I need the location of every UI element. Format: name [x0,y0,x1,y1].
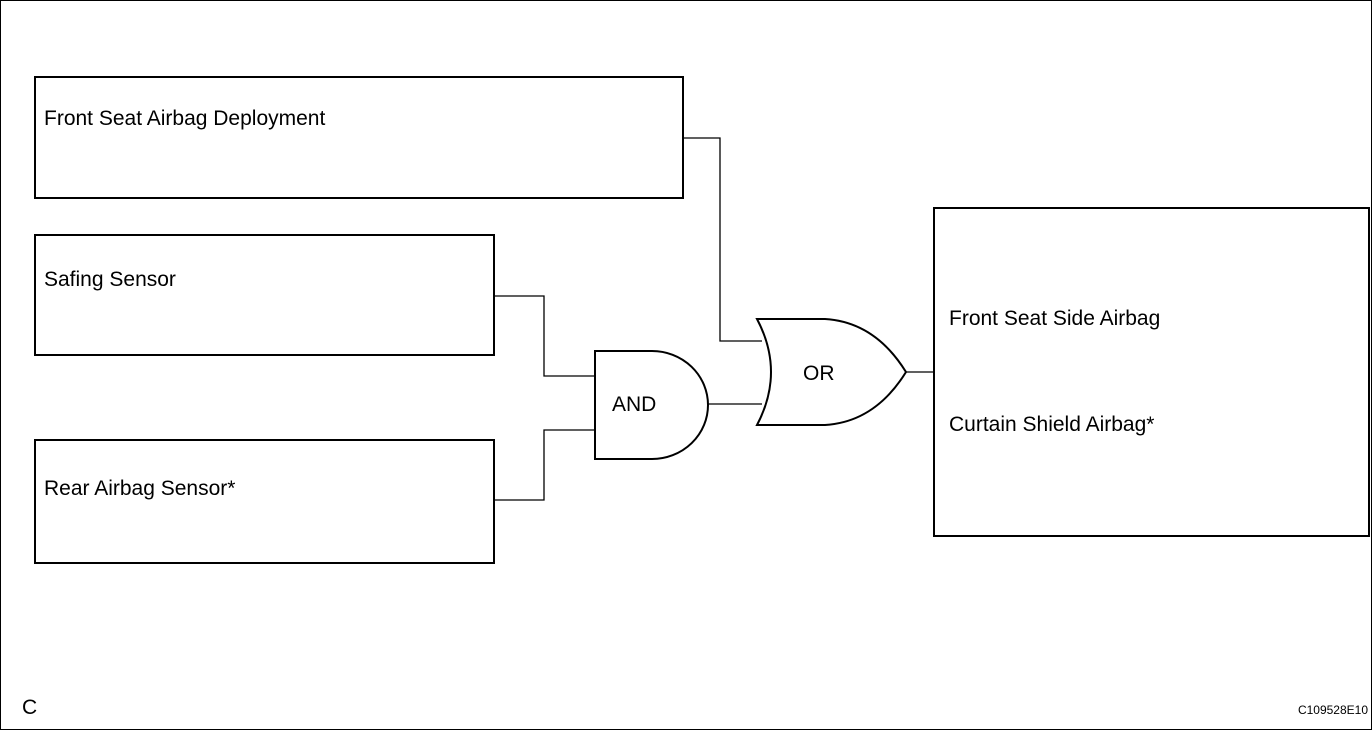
input-box-front-seat-airbag-deployment: Front Seat Airbag Deployment [34,76,684,199]
and-gate-shape [594,350,709,460]
input-label-rear-airbag-sensor: Rear Airbag Sensor* [44,477,236,500]
corner-letter: C [22,696,38,719]
output-box-airbags: Front Seat Side Airbag Curtain Shield Ai… [933,207,1370,537]
output-label-front-seat-side-airbag: Front Seat Side Airbag [949,307,1161,330]
output-label-curtain-shield-airbag: Curtain Shield Airbag* [949,413,1155,436]
or-gate-shape [755,318,908,426]
wire-deployment-to-or [683,137,762,342]
input-label-safing-sensor: Safing Sensor [44,268,176,291]
input-box-rear-airbag-sensor: Rear Airbag Sensor* [34,439,495,564]
input-label-front-seat-airbag-deployment: Front Seat Airbag Deployment [44,107,326,130]
wire-safing-to-and [494,295,596,377]
input-box-safing-sensor: Safing Sensor [34,234,495,356]
or-gate-label: OR [803,362,835,385]
figure-id: C109528E10 [1297,703,1368,717]
and-gate-label: AND [612,393,657,416]
wire-rear-to-and [494,429,596,501]
